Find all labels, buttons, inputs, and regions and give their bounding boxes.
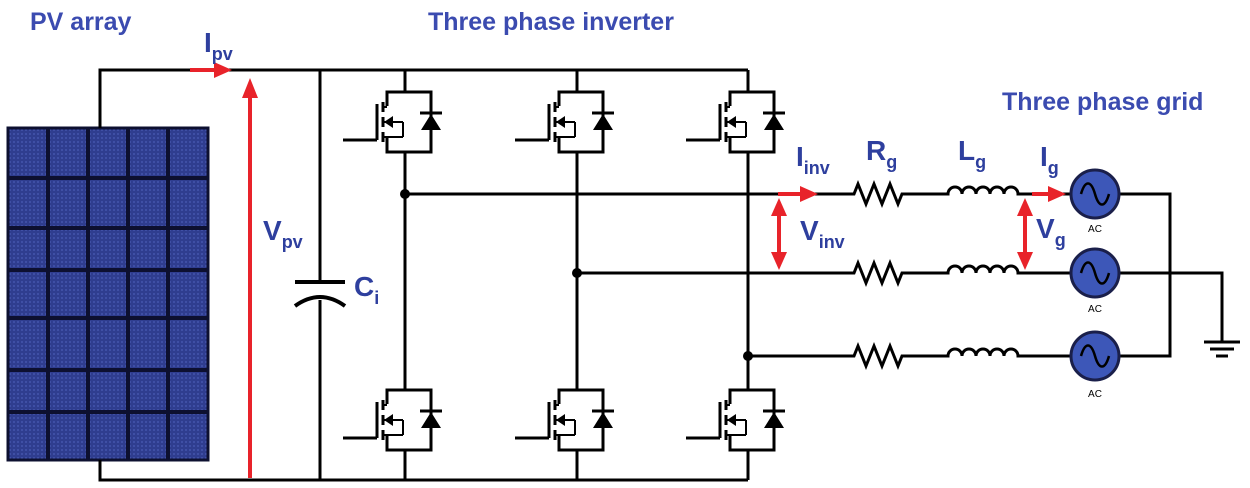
grid-inductor-c [942,347,1024,358]
label-c-i: Ci [354,271,379,308]
solar-panel-icon [6,126,210,462]
label-v-inv: Vinv [800,215,845,252]
junction-dots [400,189,753,361]
ac-source-icon [1069,247,1121,299]
dc-link-capacitor [293,280,347,308]
grid-resistor-c [846,344,910,368]
grid-resistor-b [846,261,910,285]
switch-a-bottom-icon [341,378,444,462]
switch-b-bottom-icon [513,378,616,462]
switch-c-bottom-icon [684,378,787,462]
label-r-g: Rg [866,135,897,172]
grid-inductor-b [942,264,1024,275]
switch-a-top-icon [341,80,444,164]
switch-b-top-icon [513,80,616,164]
grid-inductor-a [942,185,1024,196]
dc-bus-wiring [98,68,748,482]
grid-title: Three phase grid [1002,88,1203,116]
pv-array-title: PV array [30,8,132,36]
label-v-g: Vg [1036,213,1066,250]
label-i-pv: Ipv [204,27,233,64]
ac-source-label: AC [1088,224,1102,235]
inverter-title: Three phase inverter [428,8,674,36]
grid-resistor-a [846,182,910,206]
label-v-pv: Vpv [263,215,303,252]
measurement-arrows [190,62,1066,478]
ac-output-wiring [405,192,1224,358]
ac-source-icon [1069,168,1121,220]
label-l-g: Lg [958,135,986,172]
label-i-inv: Iinv [796,141,830,178]
ac-source-label: AC [1088,389,1102,400]
ground-icon [1204,340,1240,358]
ac-source-label: AC [1088,304,1102,315]
ac-source-icon [1069,330,1121,382]
label-i-g: Ig [1040,141,1059,178]
switch-c-top-icon [684,80,787,164]
